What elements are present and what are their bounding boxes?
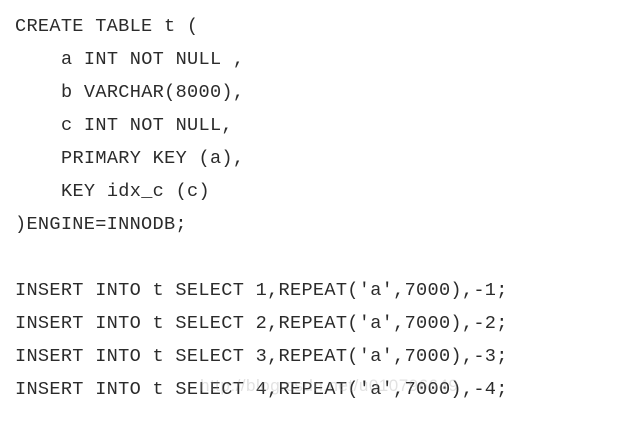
column-definition-a: a INT NOT NULL , [61, 49, 245, 70]
create-table-header: CREATE TABLE t ( [15, 16, 199, 37]
blank-line [15, 241, 630, 274]
insert-statement-2: INSERT INTO t SELECT 2,REPEAT('a',7000),… [15, 313, 508, 334]
insert-statement-1: INSERT INTO t SELECT 1,REPEAT('a',7000),… [15, 280, 508, 301]
insert-statement-3: INSERT INTO t SELECT 3,REPEAT('a',7000),… [15, 346, 508, 367]
index-definition: KEY idx_c (c) [61, 181, 210, 202]
create-table-footer: )ENGINE=INNODB; [15, 214, 187, 235]
blog-watermark: http://blog.csdn.net/u010796649 [200, 376, 459, 395]
sql-code-block: CREATE TABLE t ( a INT NOT NULL , b VARC… [15, 10, 630, 406]
insert-statement-4: INSERT INTO t SELECT 4,REPEAT('a',7000),… [15, 379, 508, 400]
column-definition-b: b VARCHAR(8000), [61, 82, 245, 103]
column-definition-c: c INT NOT NULL, [61, 115, 233, 136]
primary-key-definition: PRIMARY KEY (a), [61, 148, 245, 169]
